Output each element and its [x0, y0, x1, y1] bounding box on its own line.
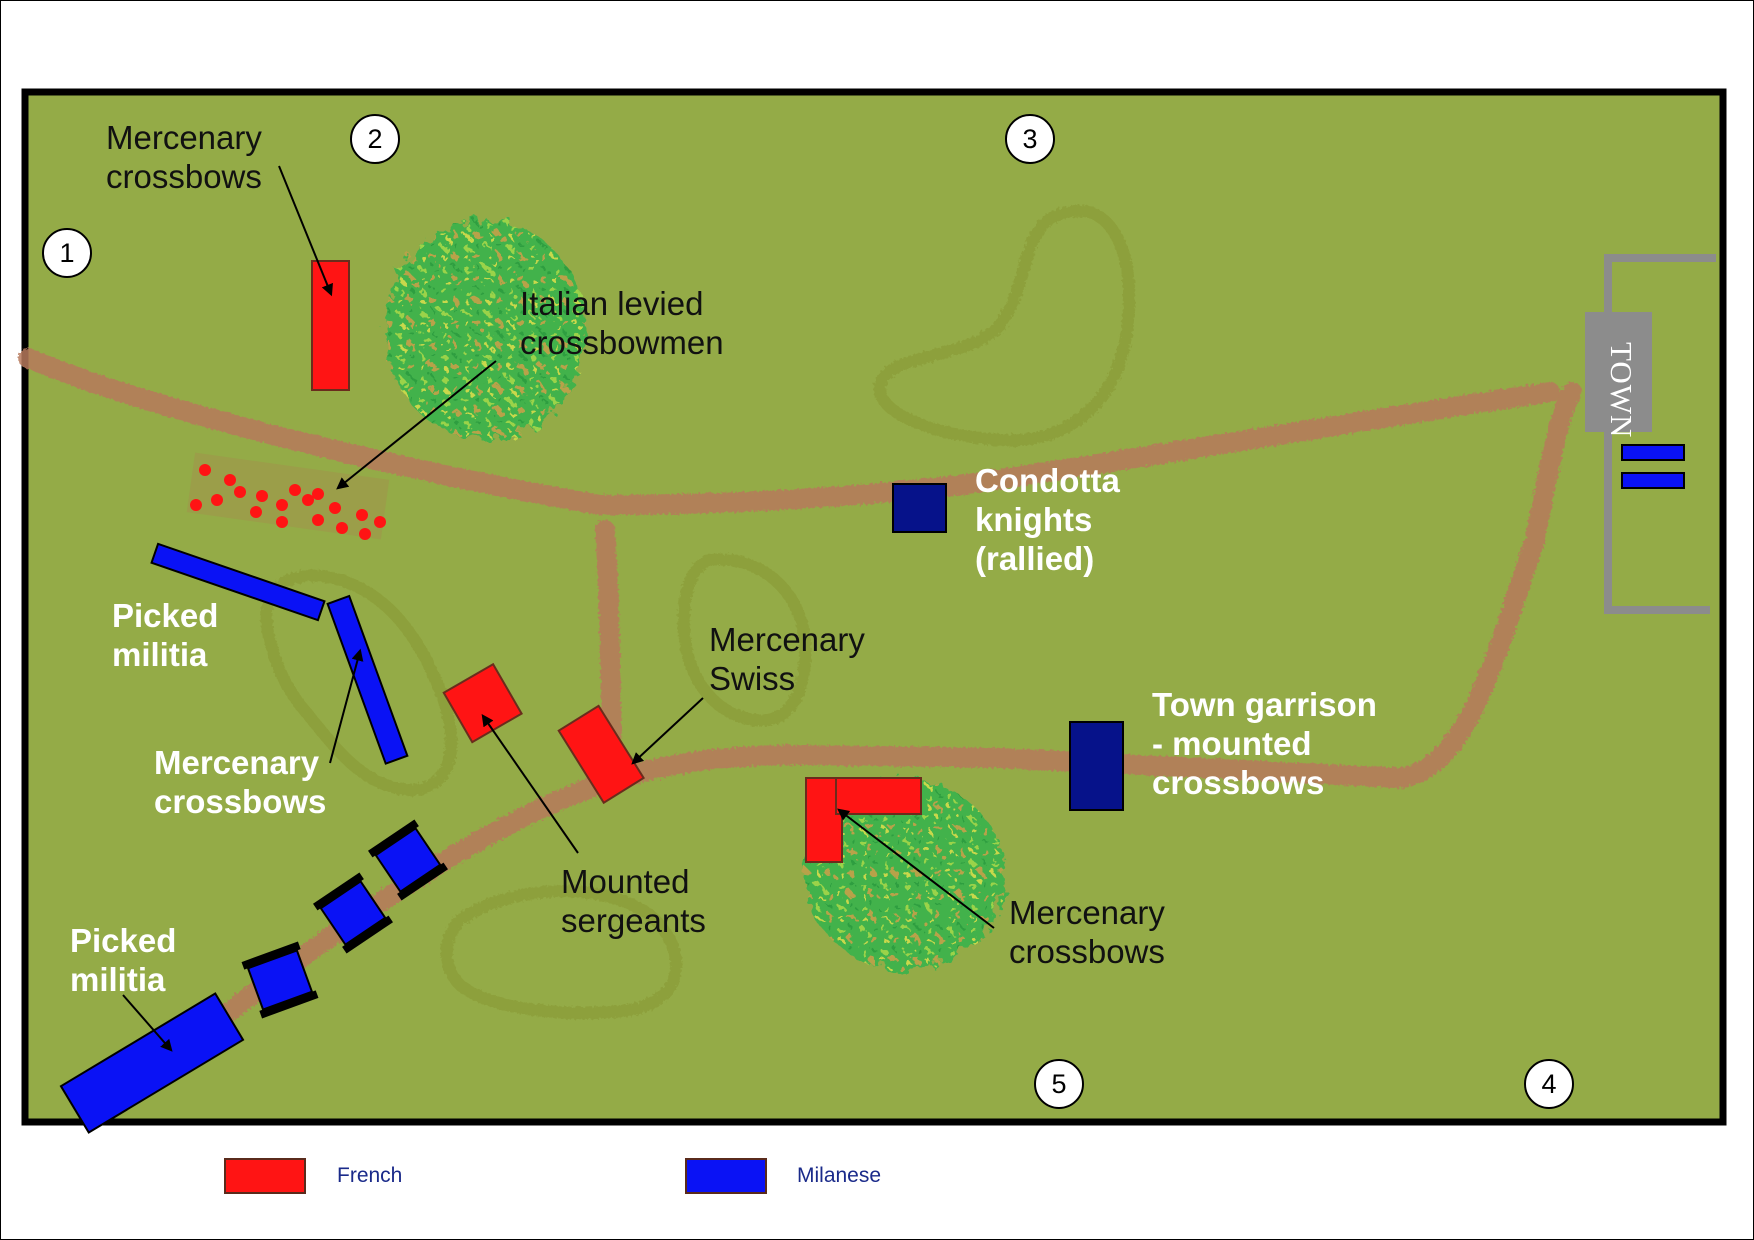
french-units [311, 260, 922, 863]
marker-1: 1 [42, 228, 92, 278]
legend-label-milanese: Milanese [797, 1164, 882, 1187]
milanese-town-garrison [1069, 721, 1124, 811]
milanese-condotta-knights [892, 483, 947, 533]
label-picked-militia-1: Picked militia [112, 597, 219, 673]
label-italian-levied-crossbowmen: Italian levied crossbowmen [520, 285, 724, 361]
label-town-garrison: Town garrison - mounted crossbows [1152, 686, 1377, 801]
leader-lines [122, 165, 995, 1052]
woods-north [385, 220, 585, 440]
road-link [595, 520, 622, 750]
milanese-picked-militia-2 [59, 992, 245, 1134]
marker-4: 4 [1524, 1059, 1574, 1109]
hill-west [260, 569, 458, 797]
hill-center [677, 553, 812, 727]
italian-levied-crossbowmen [186, 452, 390, 540]
french-mercenary-crossbows-top [311, 260, 350, 391]
marker-5: 5 [1034, 1059, 1084, 1109]
label-mercenary-swiss: Mercenary Swiss [709, 621, 865, 697]
french-woods-crossbows-b [835, 777, 922, 815]
hill-northeast [873, 204, 1136, 447]
town-gate [1585, 312, 1652, 432]
town [1585, 254, 1716, 614]
milanese-units [59, 483, 1124, 1134]
legend-label-french: French [337, 1164, 403, 1187]
hills [260, 204, 1136, 1019]
legend-swatch-french [224, 1158, 306, 1194]
label-condotta-knights: Condotta knights (rallied) [975, 462, 1120, 577]
label-mounted-sergeants: Mounted sergeants [561, 863, 706, 939]
milanese-picked-militia-1 [150, 542, 326, 622]
woods [385, 220, 1005, 970]
road-north [18, 348, 1560, 515]
town-walls [1604, 254, 1716, 614]
marker-2: 2 [350, 114, 400, 164]
french-mercenary-swiss [557, 704, 645, 805]
hill-south [440, 885, 683, 1019]
road-south [85, 382, 1582, 1122]
milanese-wagons [241, 819, 448, 1019]
marker-3: 3 [1005, 114, 1055, 164]
woods-south [805, 780, 1005, 970]
label-mercenary-crossbows-mid: Mercenary crossbows [154, 744, 327, 820]
town-garrison-pieces [1621, 444, 1685, 489]
roads [18, 348, 1582, 1122]
legend-swatch-milanese [685, 1158, 767, 1194]
label-mercenary-crossbows-top: Mercenary crossbows [106, 119, 262, 195]
label-picked-militia-2: Picked militia [70, 922, 177, 998]
milanese-mercenary-crossbows [326, 594, 409, 765]
label-mercenary-crossbows-woods: Mercenary crossbows [1009, 894, 1165, 970]
french-mounted-sergeants [442, 662, 523, 744]
label-town: TOWN [1604, 342, 1639, 439]
